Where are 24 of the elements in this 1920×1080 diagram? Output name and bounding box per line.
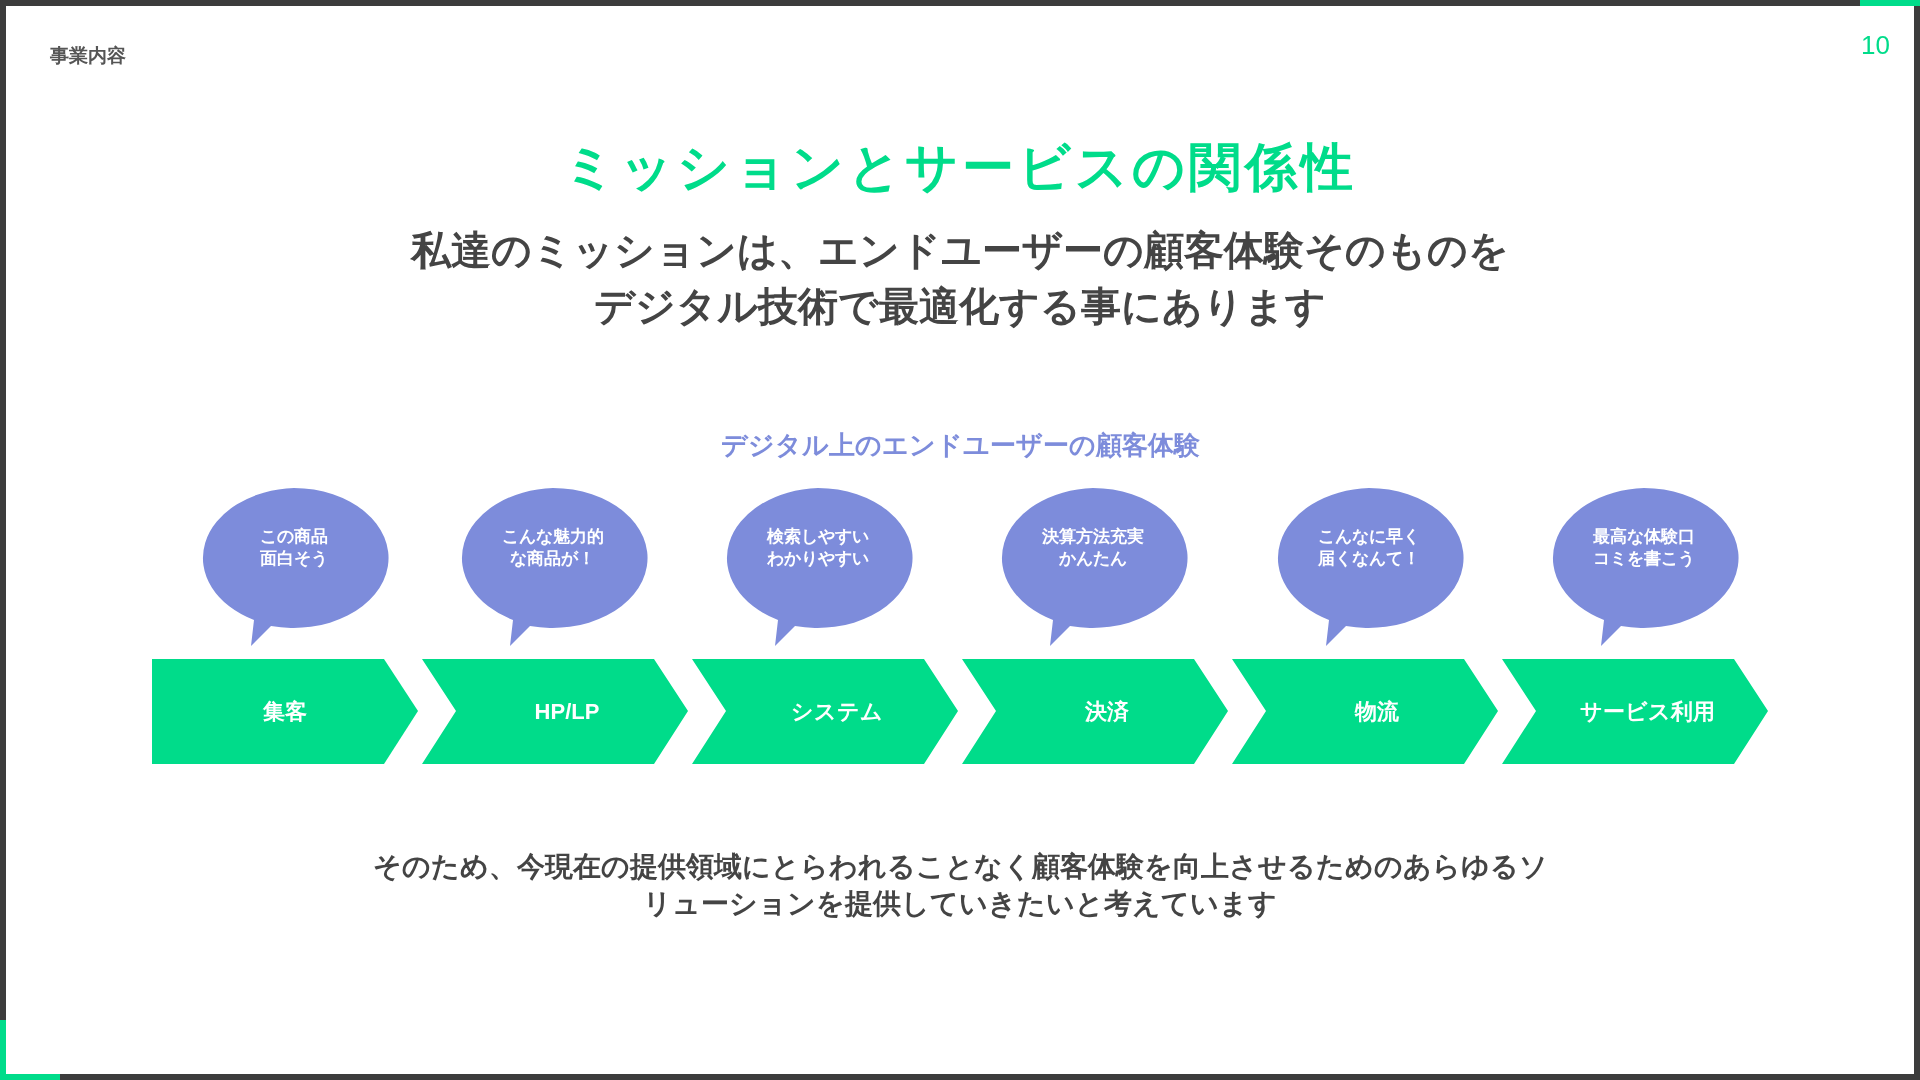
step-label: システム — [791, 698, 883, 726]
bubble-text: 最高な体験口コミを書こう — [1592, 526, 1696, 570]
summary-text: そのため、今現在の提供領域にとらわれることなく顧客体験を向上させるためのあらゆるソリューションを提供していきたいと考えています — [371, 850, 1549, 921]
bubble-text: こんなに早く届くなんて！ — [1317, 526, 1421, 570]
chevron-step — [962, 659, 1228, 764]
chevron-step — [1232, 659, 1498, 764]
section-label: 事業内容 — [50, 44, 126, 68]
bubble-text: 決算方法充実かんたん — [1041, 526, 1145, 570]
page-number: 10 — [1861, 29, 1890, 62]
step-label: 物流 — [1355, 698, 1399, 726]
step-label: 決済 — [1085, 698, 1129, 726]
subtitle: 私達のミッションは、エンドユーザーの顧客体験そのものをデジタル技術で最適化する事にあります — [410, 227, 1510, 330]
chevron-step — [1502, 659, 1768, 764]
section-heading: デジタル上のエンドユーザーの顧客体験 — [719, 429, 1201, 462]
bubble-text: こんな魅力的な商品が！ — [501, 526, 605, 570]
chevron-step — [692, 659, 958, 764]
step-label: HP/LP — [534, 698, 600, 726]
chevron-step — [422, 659, 688, 764]
bubble-text: この商品面白そう — [259, 526, 329, 570]
chevron-step — [152, 659, 418, 764]
title: ミッションとサービスの関係性 — [562, 137, 1358, 198]
step-label: 集客 — [263, 698, 307, 726]
bubble-text: 検索しやすいわかりやすい — [766, 526, 870, 570]
step-label: サービス利用 — [1579, 698, 1715, 726]
